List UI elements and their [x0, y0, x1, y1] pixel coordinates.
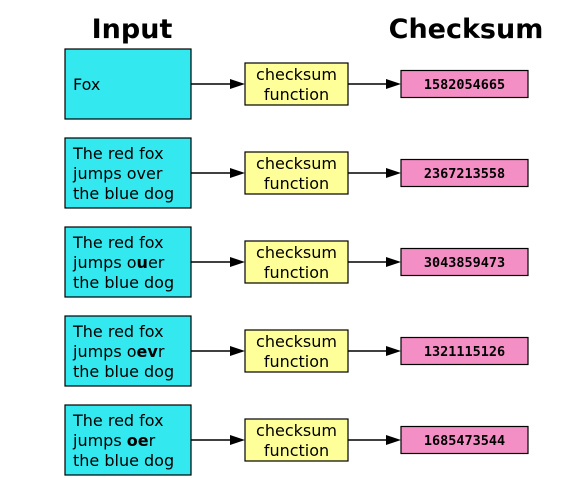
- input-text-line: jumps ouer: [72, 253, 165, 272]
- input-box: [64, 48, 192, 120]
- arrow-head: [230, 79, 245, 89]
- input-box: [64, 315, 192, 387]
- input-text-segment: The red fox: [72, 233, 164, 252]
- arrow-head: [386, 346, 401, 356]
- input-text-segment: r: [158, 342, 165, 361]
- input-text-line: The red fox: [72, 411, 164, 430]
- checksum-function-box: [244, 329, 349, 373]
- input-text-changed: ev: [137, 342, 159, 361]
- checksum-value: 3043859473: [424, 255, 505, 271]
- arrow-head: [230, 346, 245, 356]
- input-box: [64, 137, 192, 209]
- input-text-segment: jumps over: [72, 164, 163, 183]
- input-text-line: the blue dog: [73, 184, 174, 203]
- checksum-function-box: [244, 62, 349, 106]
- checksum-function-label: function: [264, 352, 329, 371]
- checksum-function-label: function: [264, 441, 329, 460]
- arrow-head: [386, 79, 401, 89]
- arrow-head: [230, 257, 245, 267]
- checksum-function-label: function: [264, 174, 329, 193]
- input-box: [64, 404, 192, 476]
- checksum-function-label: checksum: [256, 243, 337, 262]
- input-text-segment: The red fox: [72, 144, 164, 163]
- checksum-value: 1582054665: [424, 77, 505, 93]
- input-text-line: the blue dog: [73, 362, 174, 381]
- checksum-value: 2367213558: [424, 166, 505, 182]
- input-text-line: The red fox: [72, 233, 164, 252]
- arrow-head: [386, 257, 401, 267]
- checksum-output-box: [400, 247, 529, 277]
- input-text-line: the blue dog: [73, 273, 174, 292]
- input-text-line: the blue dog: [73, 451, 174, 470]
- input-text-segment: the blue dog: [73, 362, 174, 381]
- checksum-output-box: [400, 69, 529, 99]
- input-text-changed: oe: [127, 431, 149, 450]
- arrow-head: [230, 435, 245, 445]
- input-text-segment: jumps: [72, 431, 127, 450]
- input-text-segment: the blue dog: [73, 184, 174, 203]
- input-text-segment: the blue dog: [73, 451, 174, 470]
- checksum-column-header: Checksum: [389, 14, 544, 45]
- input-text-segment: the blue dog: [73, 273, 174, 292]
- input-text-segment: r: [149, 431, 156, 450]
- input-text-segment: The red fox: [72, 411, 164, 430]
- arrow-head: [386, 435, 401, 445]
- checksum-function-label: checksum: [256, 154, 337, 173]
- input-text-segment: jumps o: [72, 253, 137, 272]
- input-text-line: jumps oer: [72, 431, 156, 450]
- input-text-segment: jumps o: [72, 342, 137, 361]
- checksum-output-box: [400, 425, 529, 455]
- input-text-line: The red fox: [72, 144, 164, 163]
- checksum-value: 1321115126: [424, 344, 505, 360]
- checksum-output-box: [400, 158, 529, 188]
- input-text-line: jumps over: [72, 164, 163, 183]
- checksum-function-label: function: [264, 85, 329, 104]
- input-text-line: The red fox: [72, 322, 164, 341]
- input-text-line: jumps oevr: [72, 342, 165, 361]
- checksum-function-label: checksum: [256, 421, 337, 440]
- input-text-changed: u: [137, 253, 148, 272]
- arrow-head: [386, 168, 401, 178]
- checksum-function-label: checksum: [256, 332, 337, 351]
- checksum-value: 1685473544: [424, 433, 505, 449]
- checksum-function-label: checksum: [256, 65, 337, 84]
- arrow-head: [230, 168, 245, 178]
- input-text-line: Fox: [73, 75, 100, 94]
- checksum-function-label: function: [264, 263, 329, 282]
- input-text-segment: Fox: [73, 75, 100, 94]
- input-text-segment: The red fox: [72, 322, 164, 341]
- input-text-segment: er: [148, 253, 165, 272]
- checksum-function-box: [244, 151, 349, 195]
- input-column-header: Input: [92, 14, 173, 45]
- checksum-output-box: [400, 336, 529, 366]
